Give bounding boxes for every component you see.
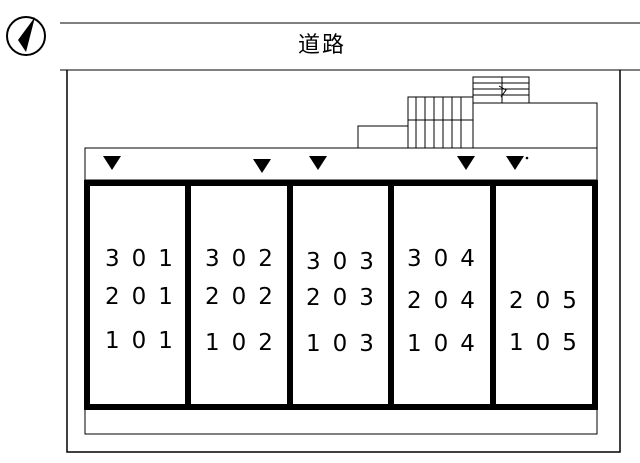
stair-structure: [357, 76, 598, 149]
entrance-triangle-icon: [253, 159, 271, 173]
entrance-triangle-icon: [309, 156, 327, 170]
north-arrow-icon: [6, 16, 46, 56]
room-number: 202: [205, 284, 285, 310]
room-number: 302: [205, 246, 285, 272]
entrance-triangle-icon: [457, 156, 475, 170]
room-number: 101: [105, 328, 185, 354]
room-number: 201: [105, 284, 185, 310]
room-number: 102: [205, 330, 285, 356]
room-number: 203: [306, 285, 386, 311]
room-number: 103: [306, 331, 386, 357]
entrance-triangle-icon: [103, 156, 121, 170]
small-mark: [525, 156, 529, 160]
unit-partitions: [185, 183, 496, 407]
road-label: 道路: [297, 33, 346, 58]
room-number: 205: [509, 288, 589, 314]
site-boundary: [66, 70, 621, 453]
corridor: [84, 147, 598, 181]
room-number: 105: [509, 330, 589, 356]
room-number: 301: [105, 246, 185, 272]
bottom-strip: [84, 406, 598, 435]
room-number: 304: [407, 246, 487, 272]
room-number: 204: [407, 288, 487, 314]
room-number: 303: [306, 249, 386, 275]
entrance-triangle-icon: [506, 156, 524, 170]
room-number: 104: [407, 331, 487, 357]
building-outline: [84, 180, 598, 410]
